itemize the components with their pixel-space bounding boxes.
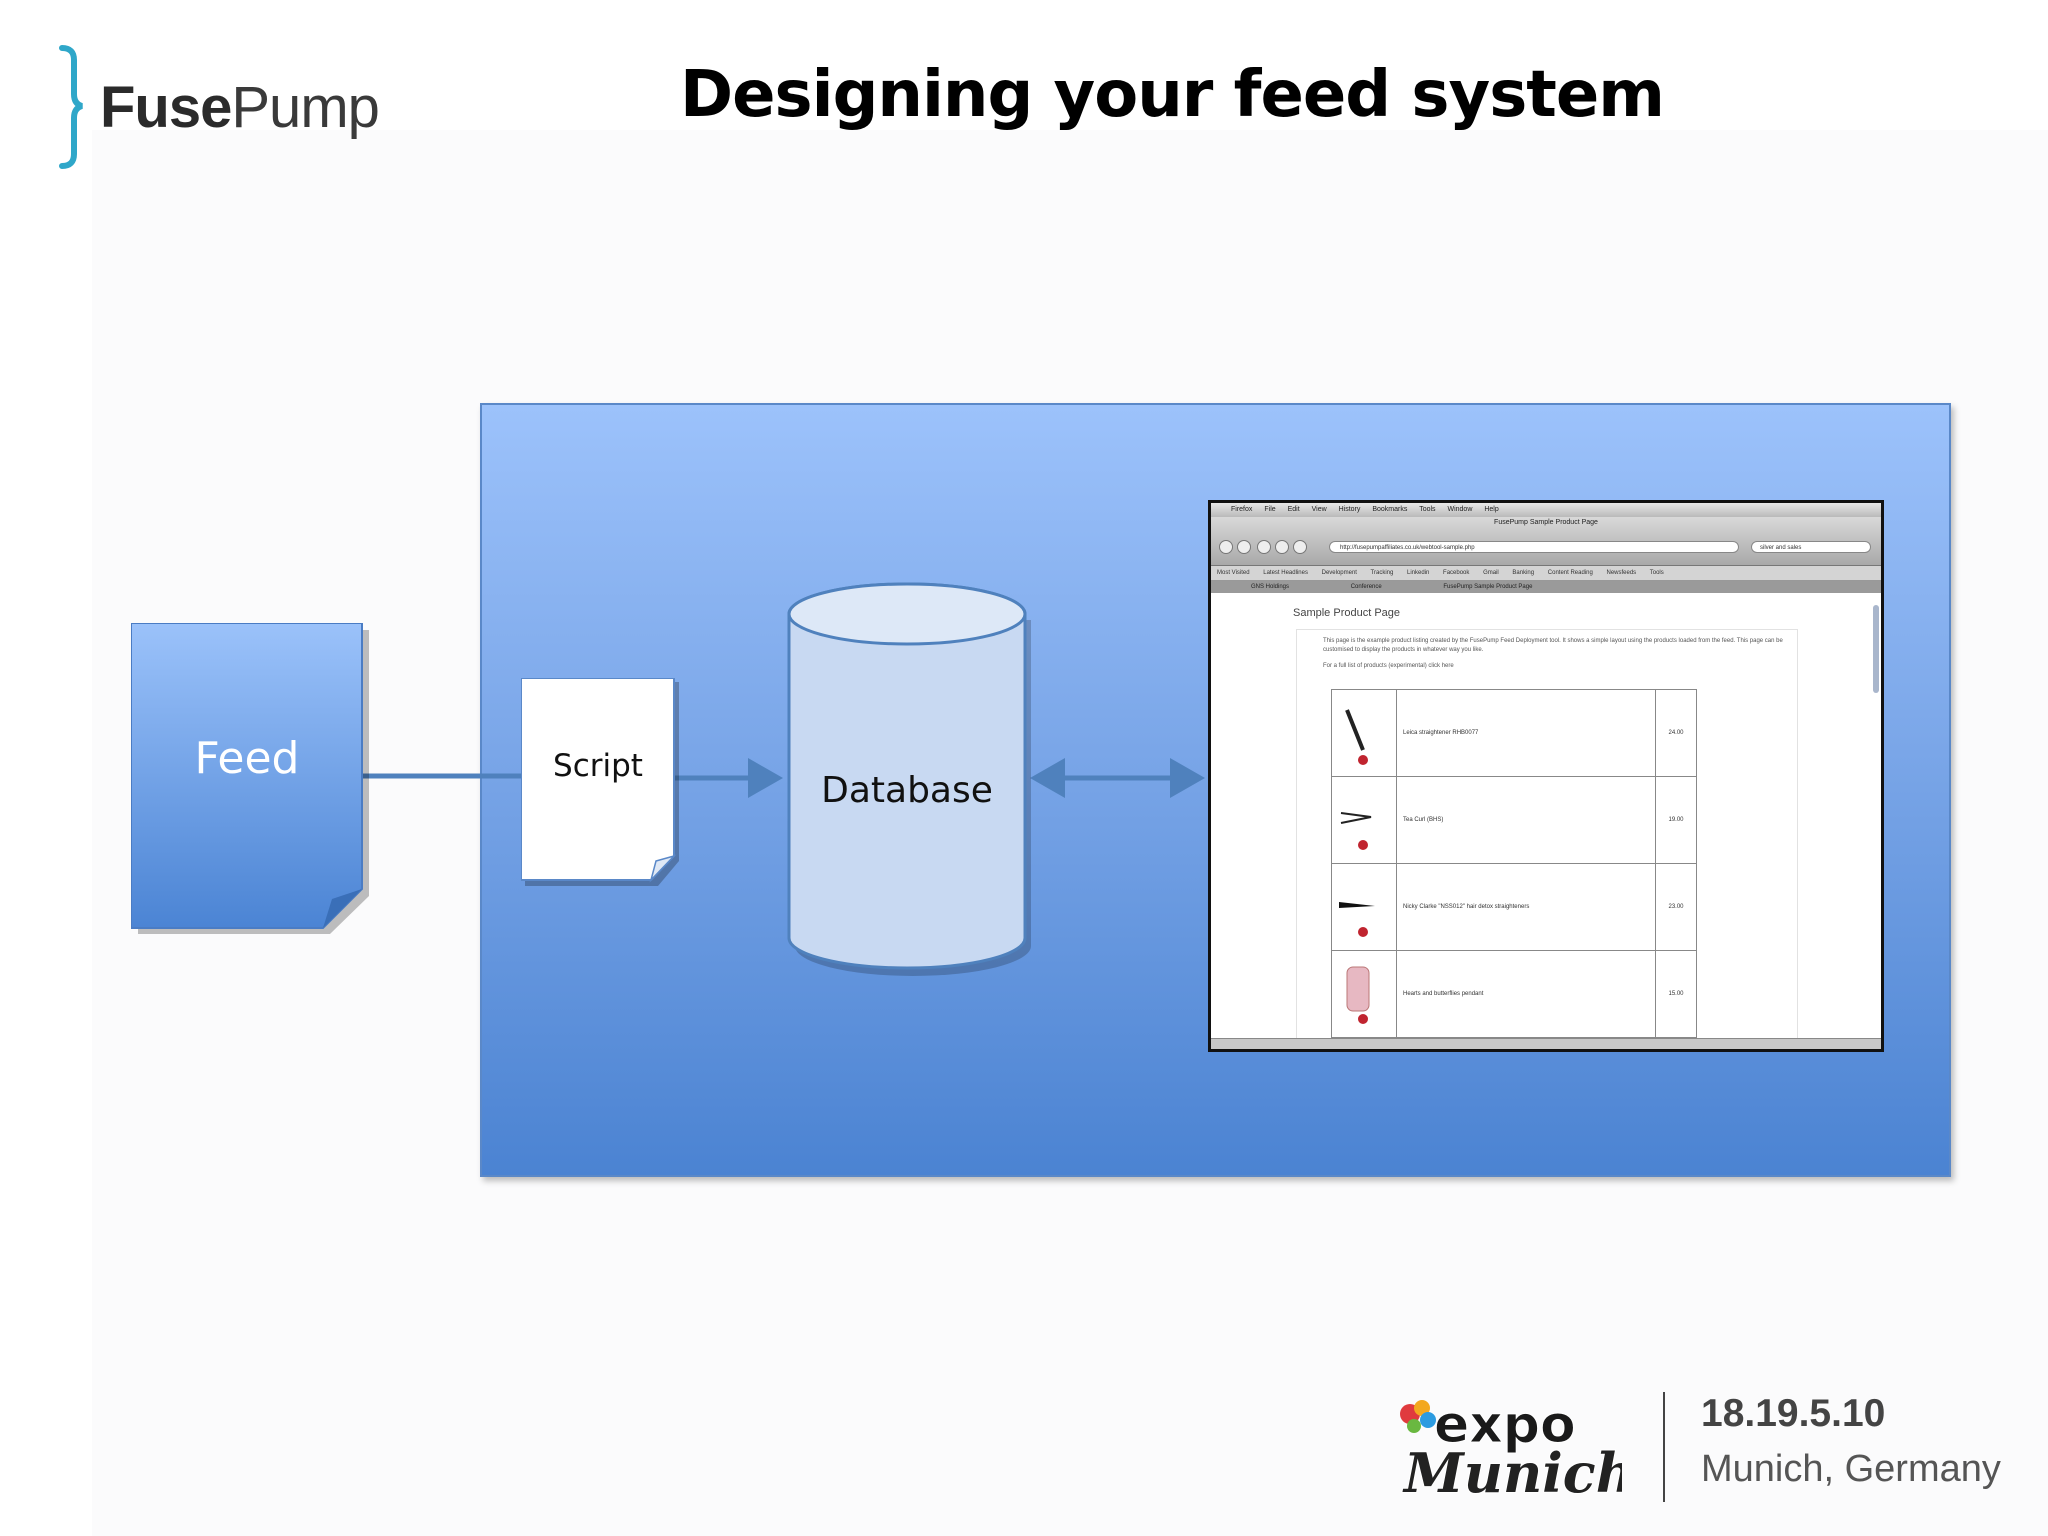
table-row: Tea Curl (BHS) 19.00 [1331, 776, 1697, 864]
mac-menubar: Firefox File Edit View History Bookmarks… [1211, 503, 1881, 517]
scrollbar [1873, 605, 1879, 693]
bookmark-item: Newsfeeds [1606, 570, 1637, 576]
fusepump-logo: FusePump [56, 44, 386, 174]
script-document: Script [521, 678, 679, 886]
menu-item: Edit [1287, 506, 1300, 513]
table-row: Leica straightener RHB0077 24.00 [1331, 689, 1697, 777]
bookmark-item: Banking [1512, 570, 1535, 576]
bookmark-item: Gmail [1483, 570, 1499, 576]
feed-document-icon [131, 623, 369, 934]
tab-item: FusePump Sample Product Page [1443, 584, 1533, 590]
bookmark-item: Linkedin [1407, 570, 1430, 576]
bookmark-item: Tools [1649, 570, 1664, 576]
back-icon [1219, 540, 1233, 554]
bookmark-item: Most Visited [1217, 570, 1250, 576]
product-name: Nicky Clarke "NSS012" hair detox straigh… [1396, 863, 1656, 951]
product-price: 23.00 [1655, 863, 1697, 951]
page-intro-text: This page is the example product listing… [1323, 638, 1783, 653]
browser-content: Sample Product Page This page is the exa… [1211, 595, 1881, 1049]
menu-item: File [1264, 506, 1276, 513]
database-cylinder: Database [786, 580, 1031, 976]
slide-title: Designing your feed system [680, 58, 1665, 132]
tab-item: GNS Holdings [1251, 584, 1290, 590]
product-table: Leica straightener RHB0077 24.00 Tea Cur… [1331, 689, 1697, 1038]
munich-logo-word: Munich [1402, 1441, 1622, 1504]
bookmarks-bar: Most Visited Latest Headlines Developmen… [1211, 566, 1881, 581]
product-name: Tea Curl (BHS) [1396, 776, 1656, 864]
page-heading: Sample Product Page [1293, 607, 1401, 619]
menu-item: Bookmarks [1372, 506, 1408, 513]
table-row: Nicky Clarke "NSS012" hair detox straigh… [1331, 863, 1697, 951]
menu-item: Firefox [1231, 506, 1253, 513]
page-box [1296, 629, 1798, 1049]
event-date: 18.19.5.10 [1701, 1392, 1886, 1435]
product-image [1331, 950, 1397, 1038]
product-image [1331, 689, 1397, 777]
logo-bracket-icon [59, 45, 83, 169]
menu-item: View [1311, 506, 1327, 513]
logo-text-bold: Fuse [100, 75, 232, 140]
product-name: Hearts and butterflies pendant [1396, 950, 1656, 1038]
feed-document: Feed [131, 623, 369, 934]
logo-wordmark: FusePump [100, 74, 380, 141]
curling-tong-icon [1340, 812, 1372, 850]
bookmark-item: Tracking [1370, 570, 1394, 576]
database-icon [787, 582, 1031, 976]
product-price: 19.00 [1655, 776, 1697, 864]
product-image [1331, 863, 1397, 951]
expo-munich-logo-graphic: expo Munich [1400, 1395, 1636, 1506]
menu-item: Tools [1419, 506, 1436, 513]
product-image [1331, 776, 1397, 864]
forward-icon [1237, 540, 1251, 554]
pendant-icon [1346, 966, 1370, 1024]
feed-label: Feed [194, 733, 300, 784]
expo-logo-word: expo [1434, 1395, 1576, 1455]
bookmark-item: Latest Headlines [1263, 570, 1308, 576]
page-link-text: For a full list of products (experimenta… [1323, 663, 1454, 669]
tab-item: Conference [1350, 584, 1382, 590]
menu-item: History [1338, 506, 1361, 513]
table-row: Hearts and butterflies pendant 15.00 [1331, 950, 1697, 1038]
script-document-icon [521, 678, 679, 886]
straightener-icon [1345, 709, 1368, 765]
menu-item: Help [1484, 506, 1499, 513]
expo-munich-logo: expo Munich [1392, 1394, 1636, 1506]
browser-tabs: GNS Holdings Conference FusePump Sample … [1211, 581, 1881, 593]
search-bar: silver and sales [1751, 541, 1871, 553]
browser-toolbar: FusePump Sample Product Page http://fuse… [1211, 517, 1881, 566]
bookmark-item: Facebook [1443, 570, 1470, 576]
footer-divider [1663, 1392, 1665, 1502]
stop-icon [1275, 540, 1289, 554]
url-bar: http://fusepumpaffiliates.co.uk/webtool-… [1329, 541, 1739, 553]
home-icon [1293, 540, 1307, 554]
product-price: 24.00 [1655, 689, 1697, 777]
logo-text-light: Pump [231, 75, 380, 140]
window-title: FusePump Sample Product Page [1494, 519, 1598, 526]
database-label: Database [821, 770, 993, 811]
event-location: Munich, Germany [1701, 1448, 2001, 1490]
bookmark-item: Content Reading [1547, 570, 1593, 576]
reload-icon [1257, 540, 1271, 554]
status-bar [1211, 1038, 1881, 1049]
script-label: Script [553, 748, 643, 784]
bookmark-item: Development [1321, 570, 1357, 576]
product-name: Leica straightener RHB0077 [1396, 689, 1656, 777]
hair-iron-icon [1339, 902, 1375, 937]
menu-item: Window [1447, 506, 1473, 513]
webpage-screenshot: Firefox File Edit View History Bookmarks… [1208, 500, 1884, 1052]
product-price: 15.00 [1655, 950, 1697, 1038]
